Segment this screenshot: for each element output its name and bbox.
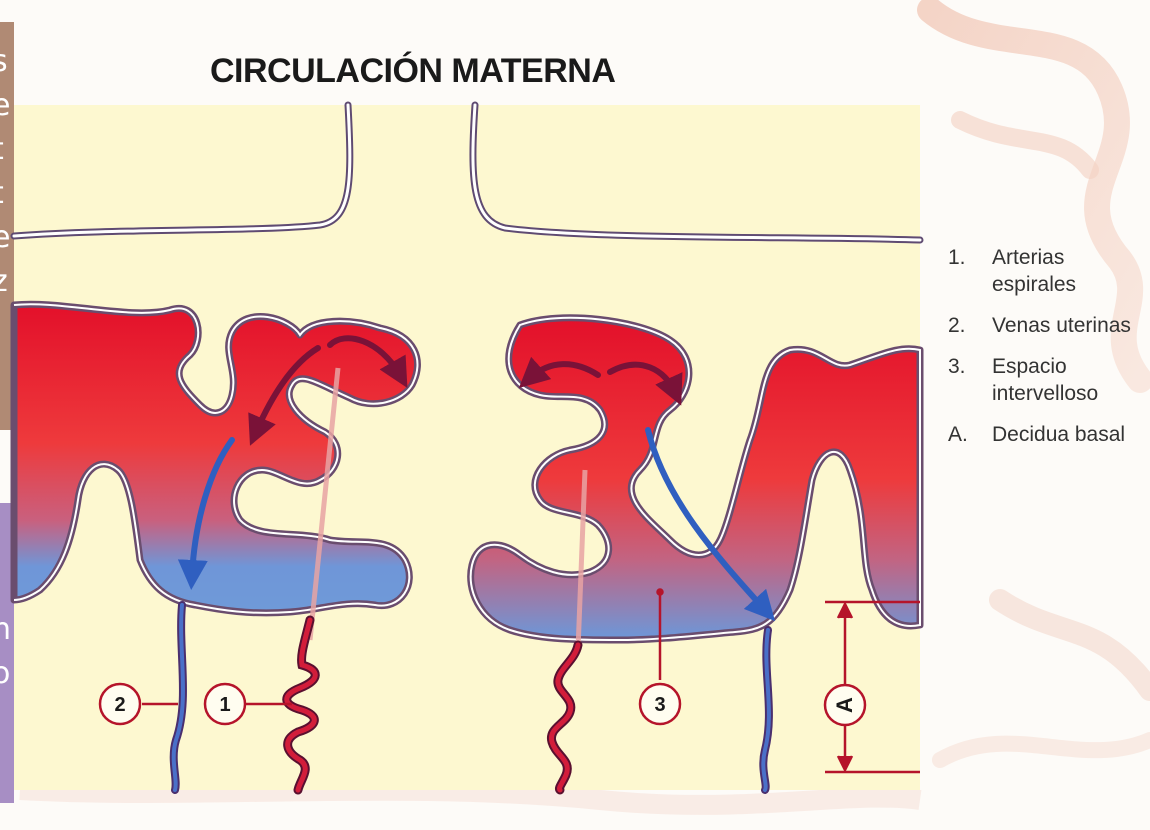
marker-2-label: 2: [114, 694, 125, 716]
legend-item: A. Decidua basal: [948, 421, 1148, 448]
marker-2: 2: [100, 684, 140, 724]
legend-item-number: 2.: [948, 312, 988, 339]
marker-3: 3: [640, 684, 680, 724]
legend-item: 1. Arterias espirales: [948, 244, 1148, 298]
legend-item: 3. Espacio intervelloso: [948, 353, 1148, 407]
marker-1: 1: [205, 684, 245, 724]
legend-item-number: 1.: [948, 244, 988, 271]
marker-a-label: A: [832, 697, 857, 713]
marker-1-label: 1: [219, 694, 230, 716]
legend-item-number: 3.: [948, 353, 988, 380]
legend-item-number: A.: [948, 421, 988, 448]
marker-a: A: [825, 685, 865, 725]
legend: 1. Arterias espirales 2. Venas uterinas …: [948, 244, 1148, 462]
diagram-title: CIRCULACIÓN MATERNA: [210, 52, 615, 91]
legend-item: 2. Venas uterinas: [948, 312, 1148, 339]
marker-3-label: 3: [654, 694, 665, 716]
